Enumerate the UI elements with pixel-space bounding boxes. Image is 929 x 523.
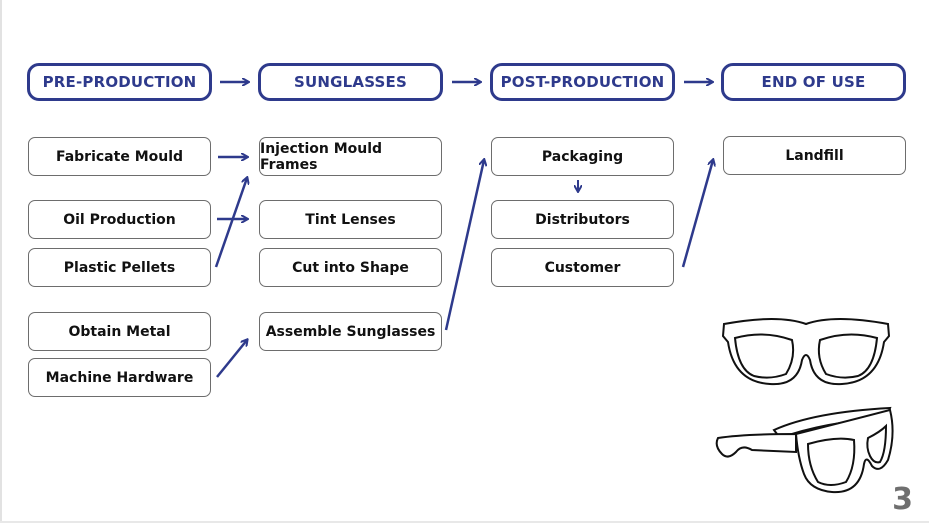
step-plastic-pellets: Plastic Pellets xyxy=(28,248,211,287)
step-label: Assemble Sunglasses xyxy=(265,323,436,340)
step-obtain-metal: Obtain Metal xyxy=(28,312,211,351)
step-cut-into-shape: Cut into Shape xyxy=(259,248,442,287)
step-fabricate-mould: Fabricate Mould xyxy=(28,137,211,176)
step-label: Obtain Metal xyxy=(68,323,171,340)
step-label: Customer xyxy=(544,259,621,276)
step-label: Fabricate Mould xyxy=(55,148,184,165)
step-label: Landfill xyxy=(785,147,844,164)
step-label: Oil Production xyxy=(63,211,176,228)
step-distributors: Distributors xyxy=(491,200,674,239)
sunglasses-front-icon xyxy=(721,318,891,386)
arrow-pellets-to-injection xyxy=(214,178,247,268)
step-label: Plastic Pellets xyxy=(63,259,176,276)
stage-sunglasses: SUNGLASSES xyxy=(258,63,443,101)
step-label: Cut into Shape xyxy=(292,259,409,276)
step-oil-production: Oil Production xyxy=(28,200,211,239)
step-label: Injection Mould Frames xyxy=(260,140,383,173)
stage-label: POST-PRODUCTION xyxy=(500,73,665,91)
step-packaging: Packaging xyxy=(491,137,674,176)
step-label: Machine Hardware xyxy=(45,369,194,386)
slide-bottom-border xyxy=(0,521,929,523)
step-assemble-sunglasses: Assemble Sunglasses xyxy=(259,312,442,351)
stage-label: PRE-PRODUCTION xyxy=(42,73,197,91)
stage-label: END OF USE xyxy=(761,73,866,91)
stage-post-production: POST-PRODUCTION xyxy=(490,63,675,101)
stage-label: SUNGLASSES xyxy=(294,73,407,91)
step-injection-mould-frames: Injection Mould Frames xyxy=(259,137,442,176)
arrow-hardware-to-assemble xyxy=(216,340,247,378)
step-customer: Customer xyxy=(491,248,674,287)
slide-left-border xyxy=(0,0,2,523)
step-label: Packaging xyxy=(541,148,624,165)
stage-pre-production: PRE-PRODUCTION xyxy=(27,63,212,101)
step-machine-hardware: Machine Hardware xyxy=(28,358,211,397)
step-label: Tint Lenses xyxy=(305,211,396,228)
step-label: Distributors xyxy=(535,211,630,228)
step-landfill: Landfill xyxy=(723,136,906,175)
step-tint-lenses: Tint Lenses xyxy=(259,200,442,239)
arrow-assemble-to-packaging xyxy=(444,160,484,331)
arrow-customer-to-landfill xyxy=(681,160,713,268)
page-number: 3 xyxy=(892,482,913,517)
sunglasses-side-icon xyxy=(715,406,894,494)
stage-end-of-use: END OF USE xyxy=(721,63,906,101)
